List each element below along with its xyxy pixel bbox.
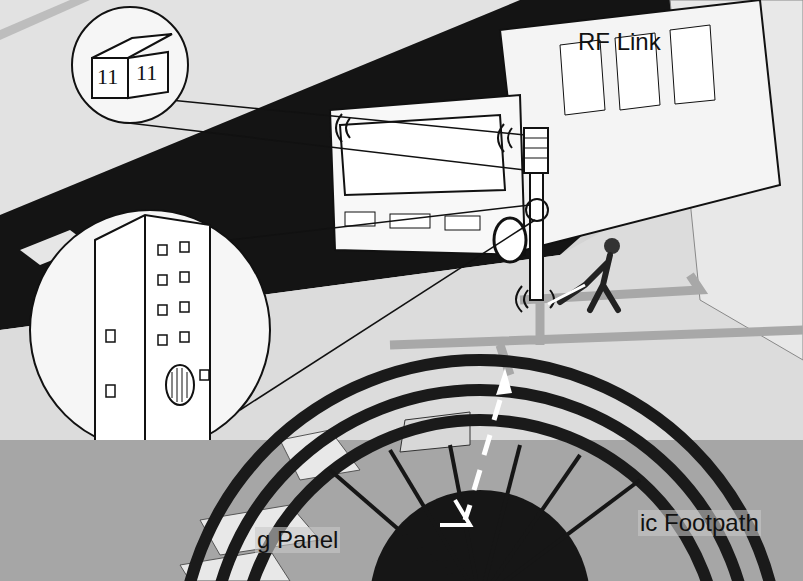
leader-line [170,100,525,135]
button [106,330,115,342]
headlight [445,216,480,230]
cube-number: 11 [136,62,157,84]
speaker-highlight [526,199,548,221]
pointer-head [496,368,512,395]
bus-wheel [494,218,526,262]
display-stripes [524,138,548,158]
watermark-rays [330,445,640,581]
inset-circle [72,7,188,123]
bus-window [670,25,715,104]
leader-line [230,205,530,240]
pole-closeup [95,215,210,460]
pole-edge [144,215,146,452]
cube-face [128,52,168,98]
ring [180,360,780,581]
pointer-arrow [465,400,500,520]
ground-wave [516,286,554,312]
cube-top [92,34,172,58]
button [158,275,167,285]
ray [480,480,640,581]
radio-wave [498,124,512,152]
button [158,245,167,255]
ray [390,450,480,581]
leader-line [120,122,525,170]
button [106,385,115,397]
callout-label: RF Link [578,30,661,54]
button [158,335,167,345]
cube-number: 11 [97,66,118,88]
button [180,332,189,342]
button [200,370,209,380]
button [158,305,167,315]
button [180,302,189,312]
callout-label: g Panel [255,527,340,553]
road-marking [0,0,90,40]
pole-display [524,128,548,173]
white-cane [548,285,585,304]
watermark-rings [180,360,780,581]
speaker [166,365,194,405]
cube-face [92,58,128,98]
button [180,242,189,252]
button-grid [106,242,209,397]
pedestrian-body [560,255,618,310]
pedestrian-head [604,238,620,254]
pointer-tail [440,500,470,525]
bus-windshield [340,115,505,195]
ray [480,445,520,581]
callout-label: ic Footpath [638,510,761,536]
leader-line [240,220,535,410]
button [180,272,189,282]
ring [210,390,750,581]
ring [240,420,720,581]
speaker-grille [172,368,187,402]
